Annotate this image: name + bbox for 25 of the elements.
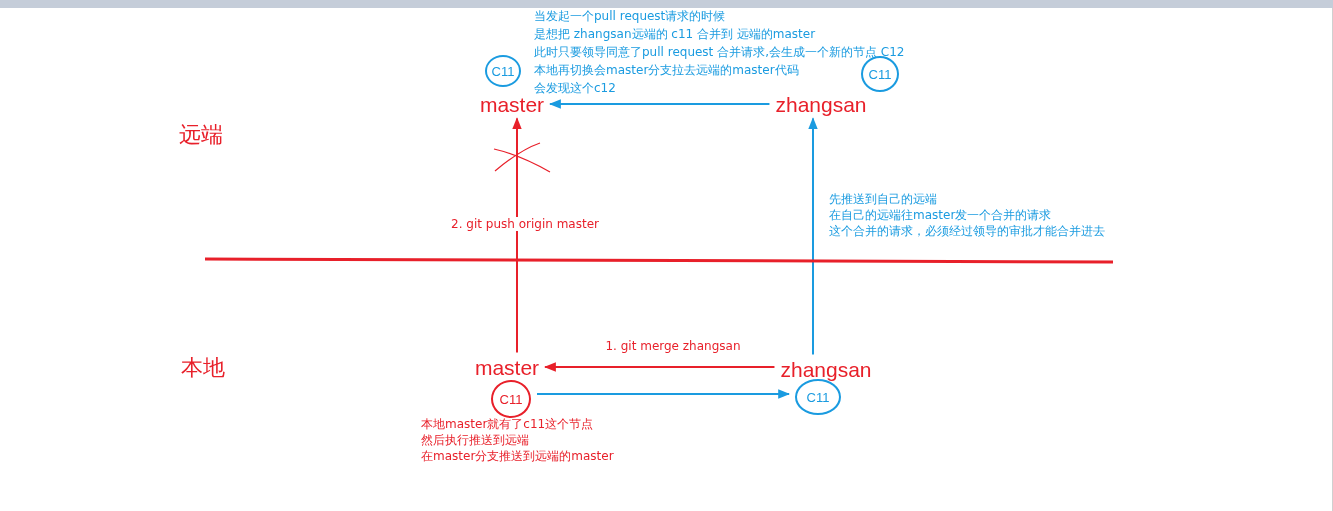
note-text: 这个合并的请求，必须经过领导的审批才能合并进去 [829, 224, 1105, 239]
note-text: 会发现这个c12 [534, 81, 616, 96]
note-text: 在自己的远端往master发一个合并的请求 [829, 208, 1052, 223]
note-text: 本地再切换会master分支拉去远端的master代码 [534, 63, 799, 78]
arrow [548, 99, 771, 109]
arrow [808, 117, 818, 356]
arrow [512, 117, 522, 354]
branch-label: zhangsan [780, 358, 872, 380]
arrow [543, 362, 776, 372]
note-text: 然后执行推送到远端 [421, 433, 529, 448]
side-label: 本地 [181, 355, 225, 382]
edge-label: 2. git push origin master [449, 217, 601, 231]
commit-circle: C11 [491, 380, 531, 418]
branch-label: master [479, 93, 545, 115]
commit-circle: C11 [485, 55, 521, 87]
branch-label: zhangsan [775, 93, 867, 115]
edge-label: 1. git merge zhangsan [603, 339, 743, 353]
note-text: 先推送到自己的远端 [829, 192, 937, 207]
note-text: 在master分支推送到远端的master [421, 449, 614, 464]
note-text: 当发起一个pull request请求的时候 [534, 9, 726, 24]
arrow [536, 389, 791, 399]
note-text: 是想把 zhangsan远端的 c11 合并到 远端的master [534, 27, 816, 42]
side-label: 远端 [179, 122, 223, 149]
branch-label: master [474, 356, 540, 378]
note-text: 本地master就有了c11这个节点 [421, 417, 594, 432]
